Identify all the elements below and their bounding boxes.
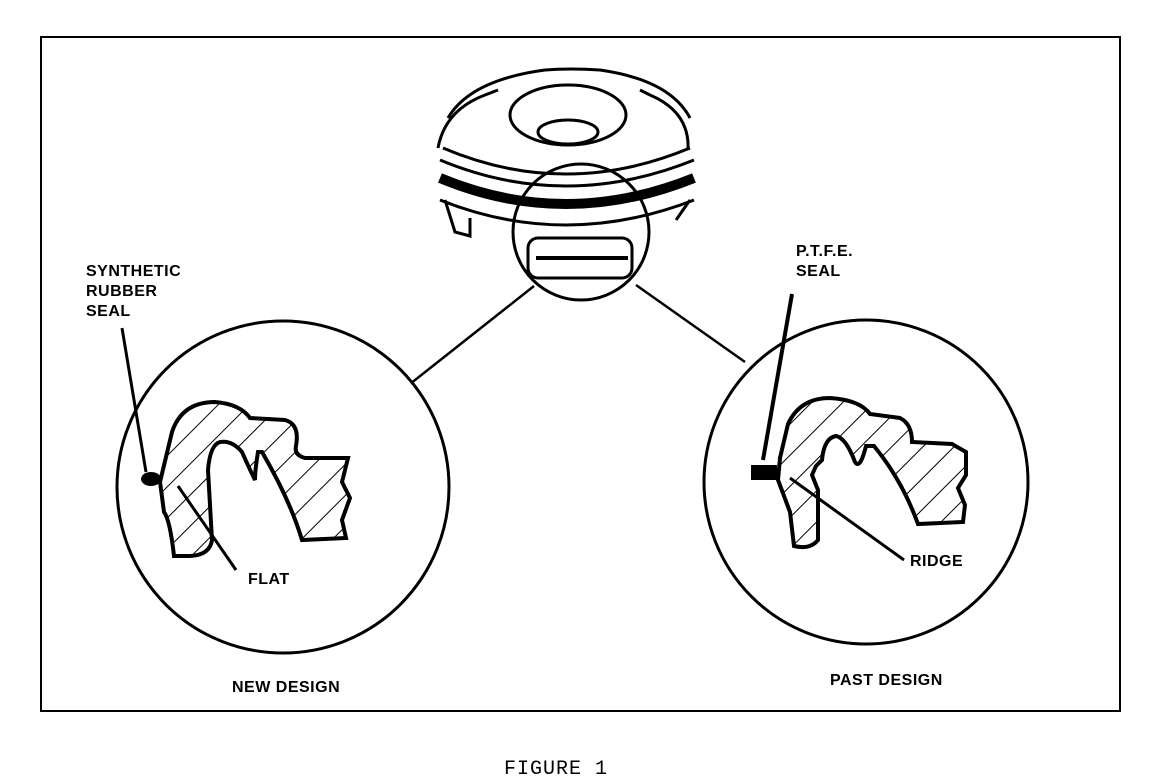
label-line: SEAL bbox=[86, 303, 131, 320]
figure-frame bbox=[40, 36, 1121, 712]
synthetic-rubber-seal-label: SYNTHETIC RUBBER SEAL bbox=[86, 262, 181, 322]
past-design-detail bbox=[702, 293, 1030, 646]
new-design-section bbox=[157, 399, 353, 558]
label-line: P.T.F.E. bbox=[796, 243, 854, 260]
label-line: RUBBER bbox=[86, 283, 158, 300]
ptfe-seal-shape bbox=[751, 465, 777, 480]
new-design-detail bbox=[115, 319, 451, 655]
flat-label: FLAT bbox=[248, 571, 290, 588]
past-design-section bbox=[775, 395, 968, 550]
synthetic-rubber-seal-shape bbox=[141, 472, 161, 486]
new-design-label: NEW DESIGN bbox=[232, 679, 341, 696]
flat-leader bbox=[176, 485, 238, 571]
ptfe-seal-leader bbox=[761, 293, 794, 461]
past-design-label: PAST DESIGN bbox=[830, 672, 943, 689]
rubber-seal-leader bbox=[120, 327, 148, 473]
ridge-label: RIDGE bbox=[910, 553, 964, 570]
label-line: SEAL bbox=[796, 263, 841, 280]
connector-line-right bbox=[635, 283, 746, 364]
ptfe-seal-label: P.T.F.E. SEAL bbox=[796, 242, 853, 282]
connector-line-left bbox=[409, 285, 535, 385]
ridge-leader bbox=[789, 476, 905, 562]
label-line: SYNTHETIC bbox=[86, 263, 182, 280]
piston-illustration bbox=[436, 67, 696, 302]
figure-caption: FIGURE 1 bbox=[504, 758, 609, 781]
